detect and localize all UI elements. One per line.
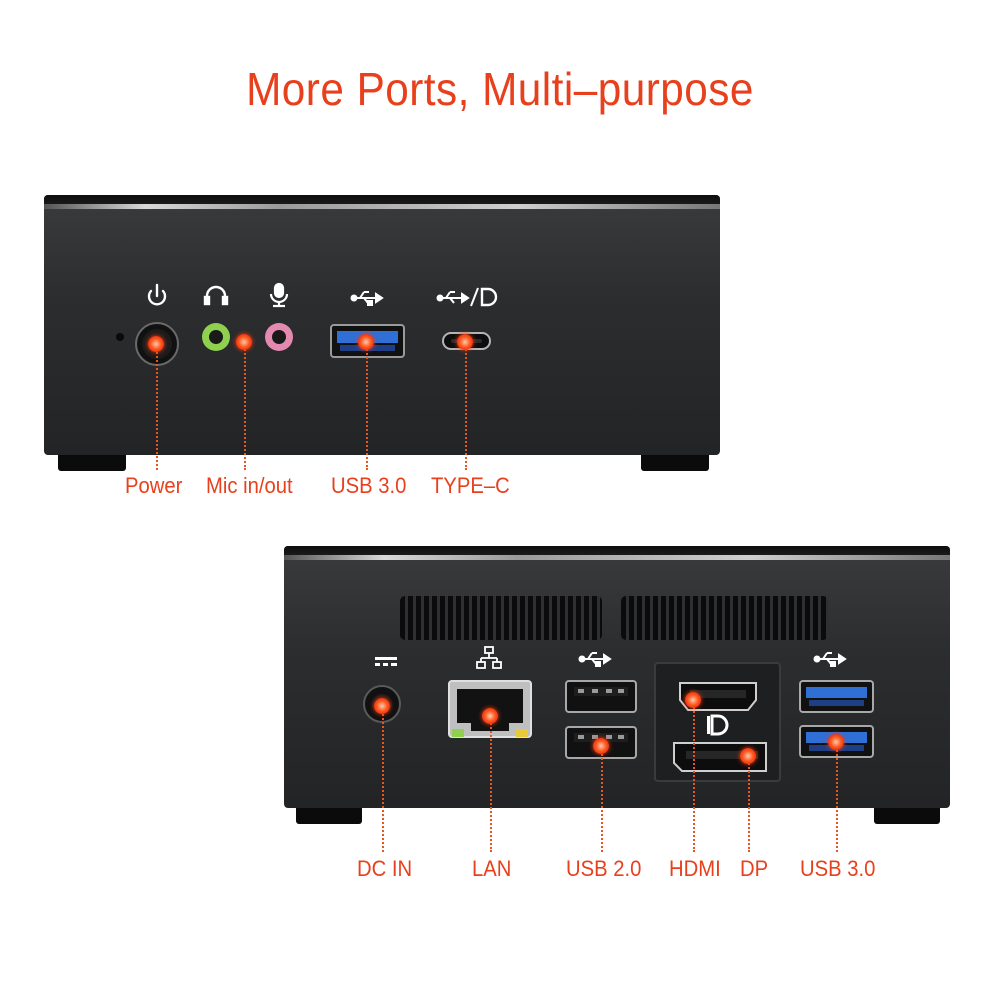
leader-power bbox=[156, 344, 158, 470]
leader-usb3-rear bbox=[836, 742, 838, 852]
leader-mic bbox=[244, 342, 246, 470]
leader-usb2 bbox=[601, 746, 603, 852]
device-foot-right bbox=[874, 808, 940, 824]
label-typec: TYPE–C bbox=[431, 473, 510, 498]
vent-right bbox=[621, 596, 828, 640]
device-top-edge bbox=[284, 546, 950, 555]
label-mic: Mic in/out bbox=[206, 473, 293, 498]
device-foot-left bbox=[296, 808, 362, 824]
marker-lan bbox=[482, 708, 498, 724]
device-bevel bbox=[284, 555, 950, 560]
label-dp: DP bbox=[740, 856, 769, 881]
label-dcin: DC IN bbox=[357, 856, 413, 881]
device-bevel bbox=[44, 204, 720, 209]
label-usb3-front: USB 3.0 bbox=[331, 473, 407, 498]
leader-dcin bbox=[382, 706, 384, 852]
marker-usb2 bbox=[593, 738, 609, 754]
page-title: More Ports, Multi–purpose bbox=[246, 63, 754, 115]
label-usb2: USB 2.0 bbox=[566, 856, 642, 881]
marker-dp bbox=[740, 748, 756, 764]
marker-mic bbox=[236, 334, 252, 350]
marker-power bbox=[148, 336, 164, 352]
label-hdmi: HDMI bbox=[669, 856, 721, 881]
leader-dp bbox=[748, 756, 750, 852]
leader-lan bbox=[490, 716, 492, 852]
rear-panel bbox=[284, 546, 950, 808]
label-usb3-rear: USB 3.0 bbox=[800, 856, 876, 881]
vent-left bbox=[400, 596, 602, 640]
leader-typec bbox=[465, 342, 467, 470]
leader-hdmi bbox=[693, 700, 695, 852]
marker-dcin bbox=[374, 698, 390, 714]
marker-typec bbox=[457, 334, 473, 350]
label-power: Power bbox=[125, 473, 183, 498]
device-foot-left bbox=[58, 455, 126, 471]
marker-usb3-rear bbox=[828, 734, 844, 750]
label-lan: LAN bbox=[472, 856, 512, 881]
device-foot-right bbox=[641, 455, 709, 471]
device-top-edge bbox=[44, 195, 720, 204]
marker-usb3-front bbox=[358, 334, 374, 350]
marker-hdmi bbox=[685, 692, 701, 708]
front-panel bbox=[44, 195, 720, 455]
leader-usb3-front bbox=[366, 342, 368, 470]
